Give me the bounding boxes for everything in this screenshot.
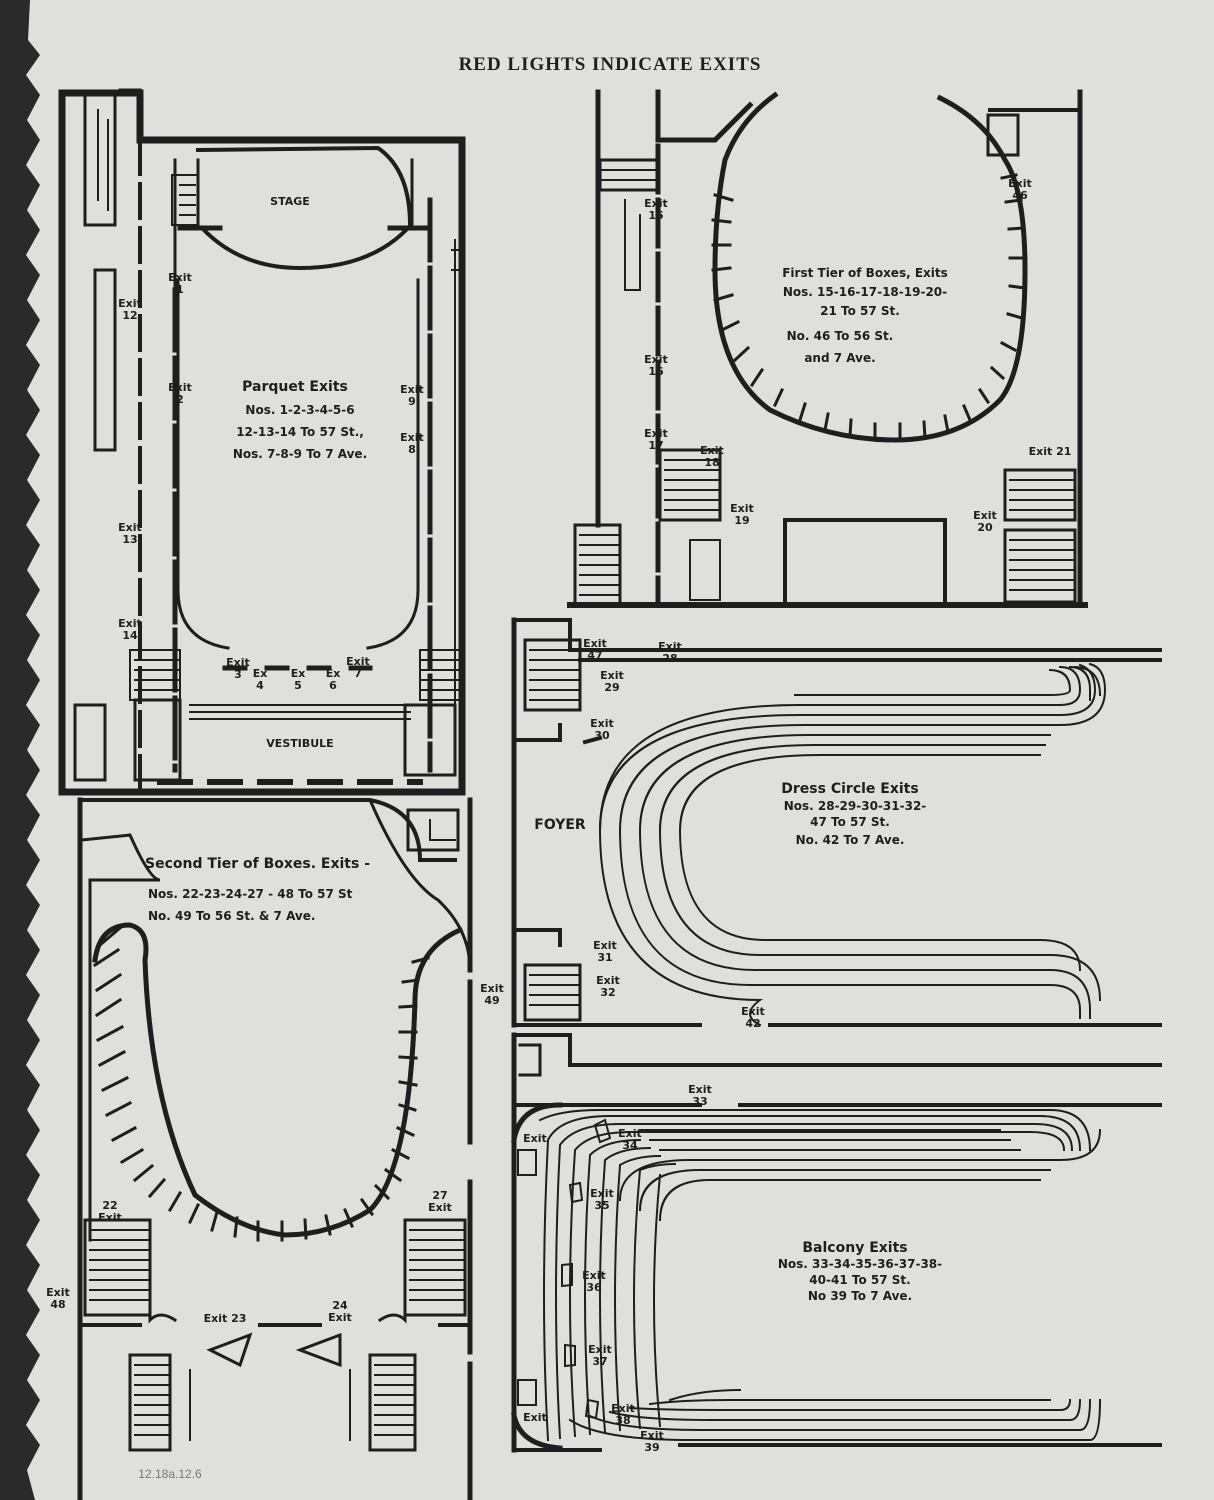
- exit-27: 27 Exit: [428, 1189, 452, 1214]
- exit-24: 24 Exit: [328, 1299, 352, 1324]
- pencil-note: 12.18a.12.6: [138, 1467, 202, 1481]
- exit-20: Exit 20: [973, 509, 997, 534]
- torn-edge: [0, 0, 40, 1500]
- exit-4: Ex 4: [252, 667, 268, 692]
- exit-18: Exit 18: [700, 444, 724, 469]
- exit-48: Exit 48: [46, 1286, 70, 1311]
- exit-47: Exit 47: [583, 637, 607, 662]
- balcony-tiers: [538, 1109, 1102, 1442]
- exit-15: Exit 15: [644, 197, 668, 222]
- parquet-line2: 12-13-14 To 57 St.,: [236, 425, 364, 439]
- exit-12: Exit 12: [118, 297, 142, 322]
- dress-circle-line1: Nos. 28-29-30-31-32-: [783, 799, 927, 813]
- first-tier-line1: Nos. 15-16-17-18-19-20-: [782, 285, 948, 299]
- exit-46: Exit 46: [1008, 177, 1032, 202]
- stage-label: STAGE: [270, 195, 310, 208]
- first-tier-plan: [567, 89, 1088, 608]
- dress-circle-line3: No. 42 To 7 Ave.: [795, 833, 905, 847]
- second-tier-title: Second Tier of Boxes. Exits -: [145, 856, 371, 872]
- parquet-title: Parquet Exits: [242, 379, 348, 395]
- parquet-line3: Nos. 7-8-9 To 7 Ave.: [232, 447, 368, 461]
- exit-top-left: Exit: [523, 1132, 547, 1145]
- balcony-plan: [511, 1032, 1162, 1453]
- exit-30: Exit 30: [590, 717, 614, 742]
- exit-34: Exit 34: [618, 1127, 642, 1152]
- exit-32: Exit 32: [596, 974, 620, 999]
- balcony-title: Balcony Exits: [802, 1240, 908, 1256]
- parquet-line1: Nos. 1-2-3-4-5-6: [245, 403, 355, 417]
- exit-21: Exit 21: [1028, 445, 1072, 458]
- dress-circle-plan: [511, 617, 1162, 1028]
- exit-28: Exit 28: [658, 640, 682, 665]
- exit-13: Exit 13: [118, 521, 142, 546]
- foyer-label: FOYER: [534, 817, 586, 833]
- exit-42: Exit 42: [741, 1005, 765, 1030]
- exit-22: 22 Exit: [98, 1199, 122, 1224]
- exit-49: Exit 49: [480, 982, 504, 1007]
- dress-circle-title: Dress Circle Exits: [781, 781, 919, 797]
- exit-17: Exit 17: [644, 427, 668, 452]
- exit-7: Exit 7: [346, 655, 370, 680]
- dress-circle-tiers: [598, 662, 1107, 1027]
- exit-3: Exit 3: [226, 656, 250, 681]
- first-tier-box-partitions: [711, 173, 1028, 442]
- exit-19: Exit 19: [730, 502, 754, 527]
- second-tier-line1: Nos. 22-23-24-27 - 48 To 57 St: [148, 887, 353, 901]
- parquet-plan: [58, 88, 466, 796]
- first-tier-line2: 21 To 57 St.: [820, 304, 900, 318]
- exit-23: Exit 23: [203, 1312, 247, 1325]
- first-tier-line3: No. 46 To 56 St.: [786, 329, 894, 343]
- exit-35: Exit 35: [590, 1187, 614, 1212]
- exit-14: Exit 14: [118, 617, 142, 642]
- vestibule-label: VESTIBULE: [266, 737, 334, 750]
- exit-6: Ex 6: [325, 667, 341, 692]
- second-tier-box-partitions: [92, 925, 430, 1242]
- exit-5: Ex 5: [290, 667, 306, 692]
- first-tier-title: First Tier of Boxes, Exits: [782, 266, 948, 280]
- header-title: RED LIGHTS INDICATE EXITS: [458, 54, 762, 75]
- exit-33: Exit 33: [688, 1083, 712, 1108]
- second-tier-line2: No. 49 To 56 St. & 7 Ave.: [148, 909, 316, 923]
- exit-bottom-left: Exit: [523, 1411, 547, 1424]
- balcony-line3: No 39 To 7 Ave.: [807, 1289, 913, 1303]
- exit-1: Exit 1: [168, 271, 192, 296]
- exit-37: Exit 37: [588, 1343, 612, 1368]
- exit-9: Exit 9: [400, 383, 424, 408]
- exit-2: Exit 2: [168, 381, 192, 406]
- exit-39: Exit 39: [640, 1429, 664, 1454]
- first-tier-line4: and 7 Ave.: [804, 351, 876, 365]
- exit-31: Exit 31: [593, 939, 617, 964]
- balcony-line2: 40-41 To 57 St.: [809, 1273, 911, 1287]
- exit-29: Exit 29: [600, 669, 624, 694]
- exit-8: Exit 8: [400, 431, 424, 456]
- balcony-line1: Nos. 33-34-35-36-37-38-: [777, 1257, 943, 1271]
- exit-16: Exit 16: [644, 353, 668, 378]
- exit-36: Exit 36: [582, 1269, 606, 1294]
- dress-circle-line2: 47 To 57 St.: [810, 815, 890, 829]
- second-tier-plan: [77, 797, 473, 1500]
- balcony-box-markers: [561, 1118, 612, 1420]
- exit-38: Exit 38: [611, 1402, 635, 1427]
